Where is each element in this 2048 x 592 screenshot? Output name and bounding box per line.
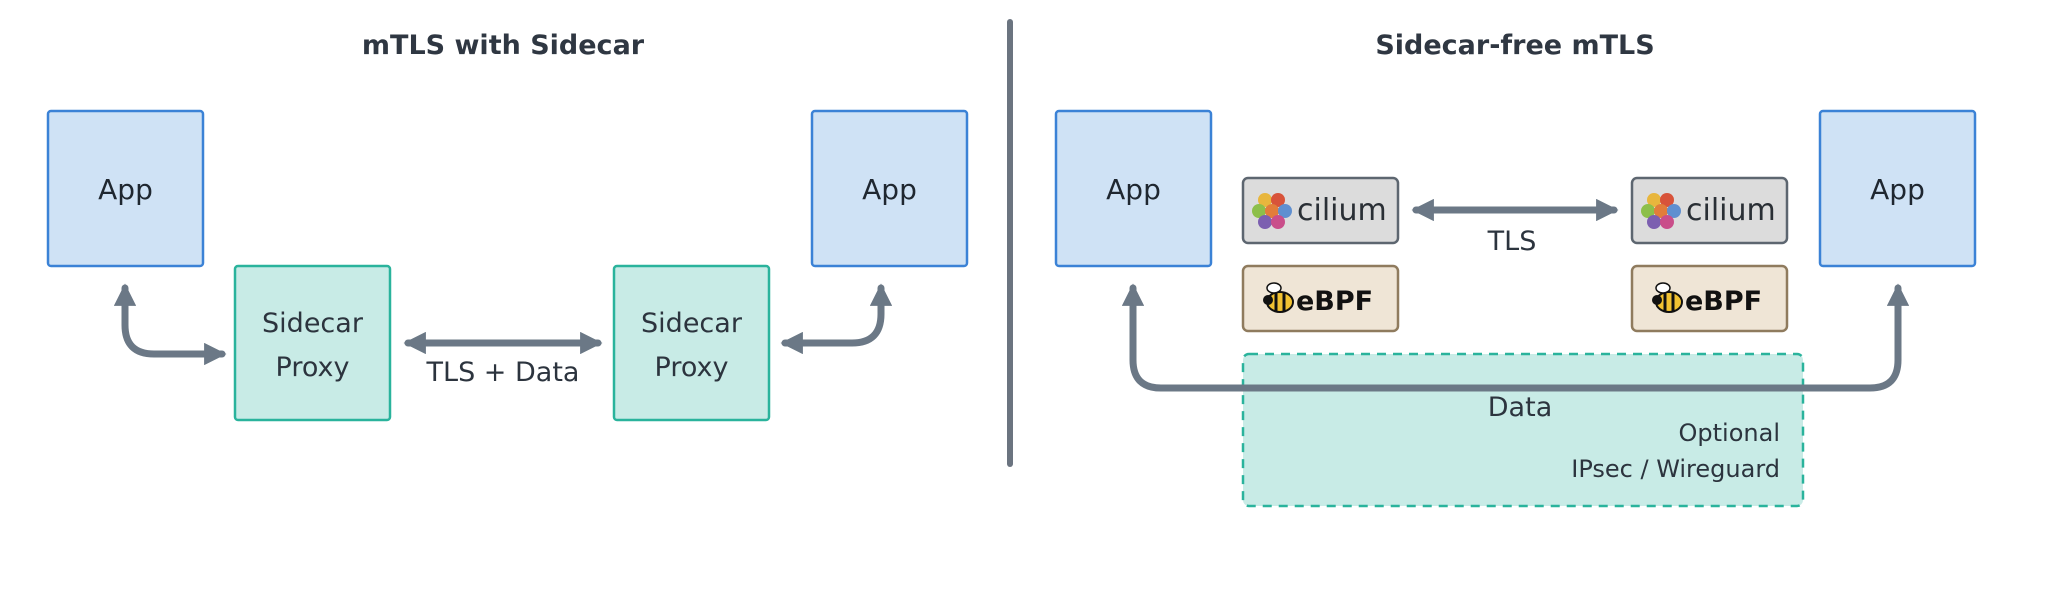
left-app-box-a: App	[46, 109, 205, 268]
ipsec-wireguard-label: IPsec / Wireguard	[1571, 455, 1780, 483]
ebpf-a-text: eBPF	[1296, 286, 1373, 317]
encryption-region	[1241, 352, 1805, 508]
sidecar-b-line2: Proxy	[655, 352, 729, 383]
cilium-hexagon-icon	[1641, 193, 1681, 229]
cilium-logo-a: cilium	[1241, 176, 1400, 245]
sidecar-b-line1: Sidecar	[641, 308, 743, 339]
left-app-b-label: App	[862, 173, 917, 206]
right-app-a-label: App	[1106, 173, 1161, 206]
right-panel-title: Sidecar-free mTLS	[1375, 30, 1654, 61]
sidecar-proxy-box-b: Sidecar Proxy	[612, 264, 771, 422]
ebpf-logo-a: eBPF	[1241, 264, 1400, 333]
data-path-arrow	[1121, 283, 1910, 392]
app-to-sidecar-arrow-a	[113, 283, 227, 366]
right-app-b-label: App	[1870, 173, 1925, 206]
right-panel: Sidecar-free mTLS App App cilium	[1054, 30, 1977, 508]
right-app-box-a: App	[1054, 109, 1213, 268]
sidecar-a-line1: Sidecar	[262, 308, 364, 339]
data-label: Data	[1488, 392, 1552, 423]
left-app-a-label: App	[98, 173, 153, 206]
tls-label: TLS	[1487, 226, 1537, 257]
cilium-logo-b: cilium	[1630, 176, 1789, 245]
cilium-a-text: cilium	[1297, 193, 1387, 228]
sidecar-proxy-box-a: Sidecar Proxy	[233, 264, 392, 422]
left-panel-title: mTLS with Sidecar	[362, 30, 645, 61]
tls-data-label: TLS + Data	[426, 357, 580, 388]
optional-label: Optional	[1679, 419, 1780, 447]
left-app-box-b: App	[810, 109, 969, 268]
cilium-b-text: cilium	[1686, 193, 1776, 228]
sidecar-to-app-arrow-b	[780, 283, 893, 355]
right-app-box-b: App	[1818, 109, 1977, 268]
left-panel: mTLS with Sidecar App App Sidecar Proxy …	[46, 30, 969, 422]
cilium-hexagon-icon	[1252, 193, 1292, 229]
sidecar-a-line2: Proxy	[276, 352, 350, 383]
ebpf-b-text: eBPF	[1685, 286, 1762, 317]
ebpf-logo-b: eBPF	[1630, 264, 1789, 333]
